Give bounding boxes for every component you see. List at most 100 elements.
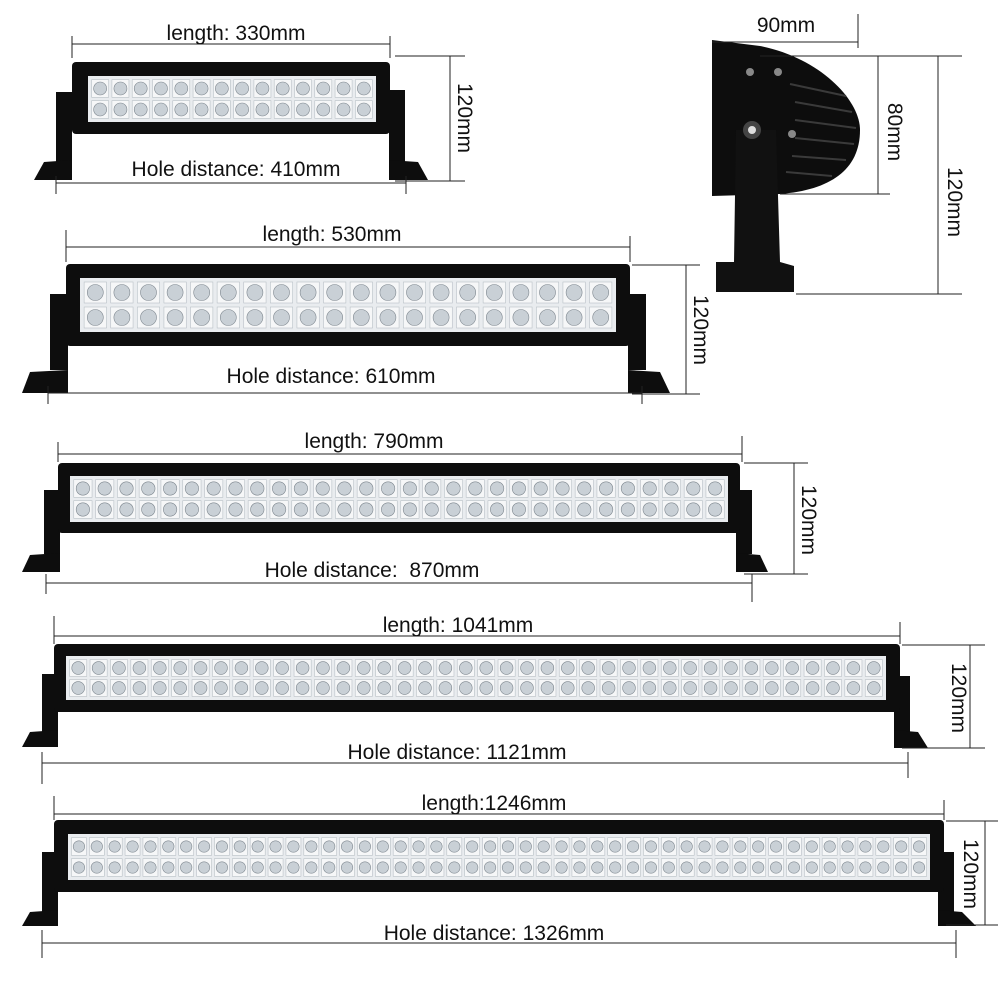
left-mount-bracket (22, 490, 60, 572)
led (642, 681, 657, 695)
led (235, 81, 249, 96)
led (787, 861, 800, 874)
led (841, 861, 854, 874)
left-mount-bracket (22, 852, 58, 926)
led (215, 840, 228, 853)
led (664, 502, 679, 517)
length-dimension: length: 1041mm (53, 614, 901, 644)
led (644, 840, 657, 853)
led-array (69, 659, 883, 697)
height-label: 120mm (453, 83, 476, 153)
led (895, 861, 908, 874)
led (206, 502, 221, 517)
led (141, 481, 156, 496)
led (724, 681, 738, 695)
led (72, 840, 85, 853)
led (438, 661, 453, 675)
led (823, 861, 836, 874)
led (533, 481, 548, 496)
led (377, 681, 391, 695)
bar-lens (80, 278, 616, 332)
led (93, 81, 107, 96)
led (479, 681, 493, 695)
led (193, 661, 208, 675)
led (336, 661, 351, 675)
led (174, 81, 189, 96)
led (620, 502, 635, 517)
led (485, 309, 503, 326)
led (251, 840, 264, 853)
led (724, 661, 738, 675)
height-label: 120mm (797, 485, 820, 555)
led (326, 284, 344, 301)
light-bar-side-view: 90mm 80mm 120mm (712, 14, 966, 295)
led (734, 840, 747, 853)
led (336, 102, 351, 117)
led (113, 309, 131, 326)
led (581, 681, 595, 695)
led (275, 661, 289, 675)
led (485, 284, 503, 301)
led (220, 309, 237, 326)
led (867, 661, 881, 675)
led (520, 661, 534, 675)
led (336, 81, 351, 96)
led (194, 102, 209, 117)
led (72, 861, 85, 874)
hole-distance-dimension: Hole distance: 870mm (45, 559, 753, 602)
length-dimension: length: 530mm (65, 223, 631, 262)
led (341, 840, 354, 853)
led (173, 661, 187, 675)
led (113, 102, 128, 117)
led (93, 102, 107, 117)
led (250, 502, 265, 517)
led (499, 661, 514, 675)
led (323, 861, 336, 874)
right-mount-bracket (736, 490, 768, 572)
left-mount-bracket (22, 674, 58, 747)
led (381, 481, 396, 496)
led (316, 661, 330, 675)
led (341, 861, 354, 874)
led (418, 661, 432, 675)
height-dimension: 120mm (946, 820, 998, 926)
led (377, 661, 391, 675)
led (555, 840, 568, 853)
depth-dimension: 90mm (712, 14, 859, 48)
led (642, 502, 657, 517)
total-height-label: 120mm (943, 167, 966, 237)
led (708, 481, 723, 496)
length-dimension: length: 330mm (71, 22, 391, 58)
led (519, 861, 532, 874)
led (215, 861, 228, 874)
led (163, 481, 178, 496)
led (71, 661, 85, 675)
hole-distance-label: Hole distance: 610mm (227, 365, 436, 388)
hole-distance-label: Hole distance: 1326mm (384, 922, 605, 945)
led (683, 661, 697, 675)
led (153, 661, 167, 675)
led (87, 284, 104, 301)
led (561, 681, 575, 695)
led (490, 502, 505, 517)
left-mount-bracket (22, 294, 68, 393)
led (555, 481, 570, 496)
led (162, 840, 175, 853)
led (601, 681, 616, 695)
led (352, 309, 370, 326)
led (296, 81, 310, 96)
led (97, 481, 112, 496)
led (490, 481, 505, 496)
led (430, 861, 443, 874)
led (698, 861, 711, 874)
led (744, 681, 759, 695)
led (154, 81, 168, 96)
led (581, 661, 595, 675)
led (708, 502, 723, 517)
led (438, 681, 453, 695)
led (846, 661, 861, 675)
led (565, 284, 583, 301)
led (255, 681, 269, 695)
led (269, 861, 282, 874)
led (376, 840, 389, 853)
